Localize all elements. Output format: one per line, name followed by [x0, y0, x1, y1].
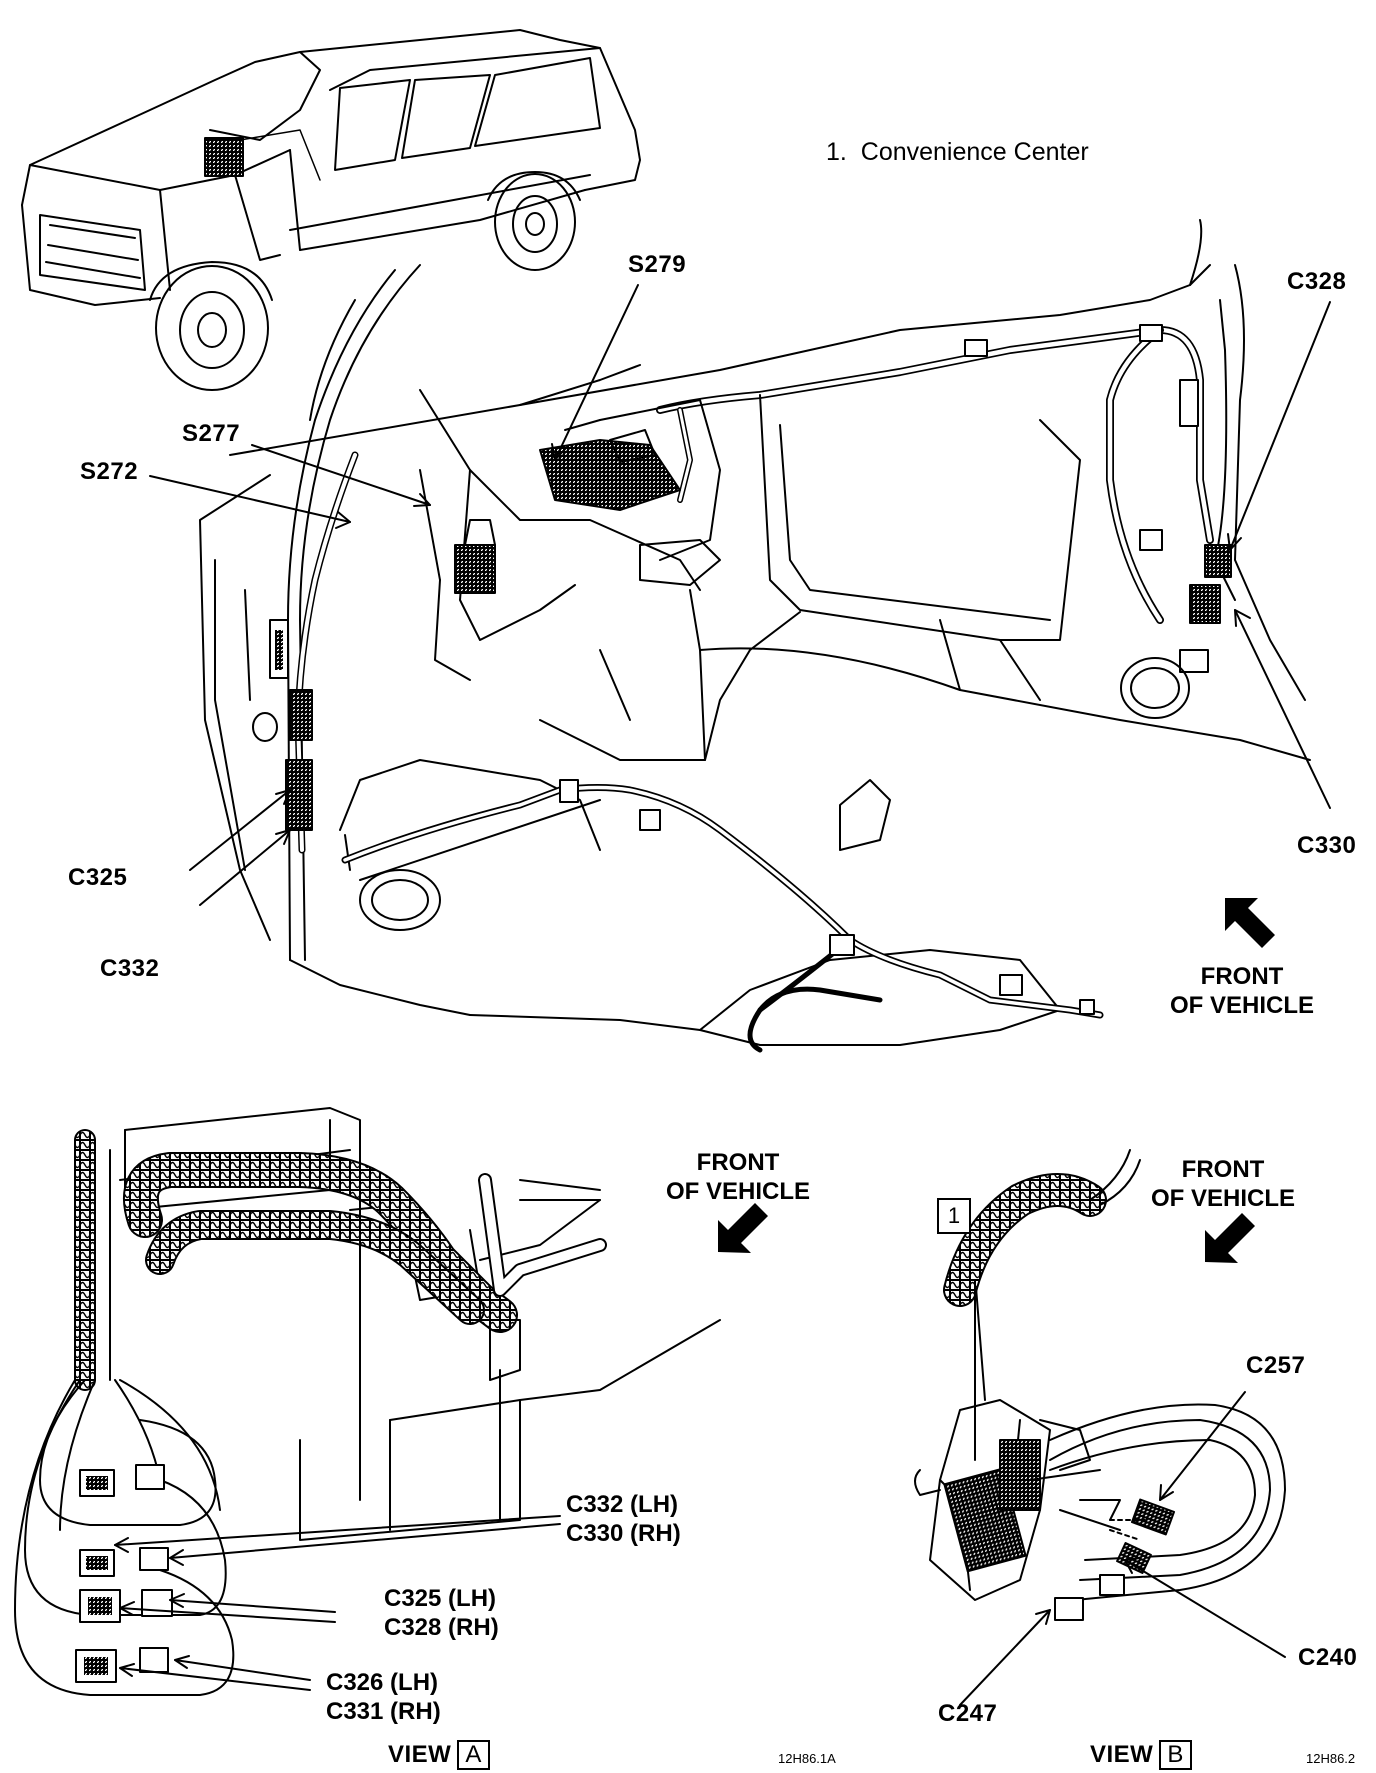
label-s279: S279 — [628, 251, 687, 278]
label-c332-c330-pair: C332 (LH) C330 (RH) — [566, 1490, 681, 1548]
view-b-leader-lines — [959, 1279, 1286, 1706]
view-a-ref: 12H86.1A — [778, 1751, 836, 1766]
view-a-letter: A — [457, 1740, 490, 1770]
label-c325-lh: C325 (LH) — [384, 1585, 497, 1612]
front-a-line1: FRONT — [696, 1149, 780, 1176]
legend-item-1: 1. Convenience Center — [826, 140, 1089, 165]
interior-view — [199, 219, 1311, 1053]
vehicle-inset — [21, 29, 641, 391]
front-arrow-view-b — [1205, 1213, 1255, 1263]
view-b-prefix: VIEW — [1090, 1741, 1154, 1768]
front-arrow-main — [1225, 898, 1275, 948]
label-c330: C330 — [1297, 832, 1357, 859]
front-of-vehicle-view-b: FRONT OF VEHICLE — [1151, 1155, 1295, 1213]
view-a-leader-lines — [114, 1515, 561, 1691]
front-main-line1: FRONT — [1200, 963, 1284, 990]
callout-1-box: 1 — [937, 1198, 971, 1234]
front-a-line2: OF VEHICLE — [666, 1178, 811, 1205]
label-c240: C240 — [1298, 1644, 1358, 1671]
front-b-line2: OF VEHICLE — [1151, 1185, 1296, 1212]
label-c325: C325 — [68, 864, 128, 891]
legend-number: 1. — [826, 138, 847, 166]
view-b-letter: B — [1159, 1740, 1192, 1770]
view-b-ref: 12H86.2 — [1306, 1751, 1356, 1766]
label-c330-rh: C330 (RH) — [566, 1520, 681, 1547]
view-a-artwork — [14, 1107, 721, 1696]
view-a-prefix: VIEW — [388, 1741, 452, 1768]
label-c257: C257 — [1246, 1352, 1306, 1379]
view-b-artwork — [914, 1149, 1286, 1621]
label-c326-lh: C326 (LH) — [326, 1669, 439, 1696]
front-b-line1: FRONT — [1181, 1156, 1265, 1183]
main-leader-lines — [149, 284, 1331, 906]
label-c247: C247 — [938, 1700, 998, 1727]
label-c325-c328-pair: C325 (LH) C328 (RH) — [384, 1584, 499, 1642]
label-c332: C332 — [100, 955, 160, 982]
front-arrow-view-a — [718, 1203, 768, 1253]
label-s277: S277 — [182, 420, 241, 447]
front-of-vehicle-main: FRONT OF VEHICLE — [1170, 962, 1314, 1020]
front-main-line2: OF VEHICLE — [1170, 992, 1315, 1019]
label-c328: C328 — [1287, 268, 1347, 295]
label-c328-rh: C328 (RH) — [384, 1614, 499, 1641]
label-s272: S272 — [80, 458, 139, 485]
label-c326-c331-pair: C326 (LH) C331 (RH) — [326, 1668, 441, 1726]
label-c331-rh: C331 (RH) — [326, 1698, 441, 1725]
front-of-vehicle-view-a: FRONT OF VEHICLE — [666, 1148, 810, 1206]
label-c332-lh: C332 (LH) — [566, 1491, 679, 1518]
legend-text: Convenience Center — [860, 138, 1089, 166]
